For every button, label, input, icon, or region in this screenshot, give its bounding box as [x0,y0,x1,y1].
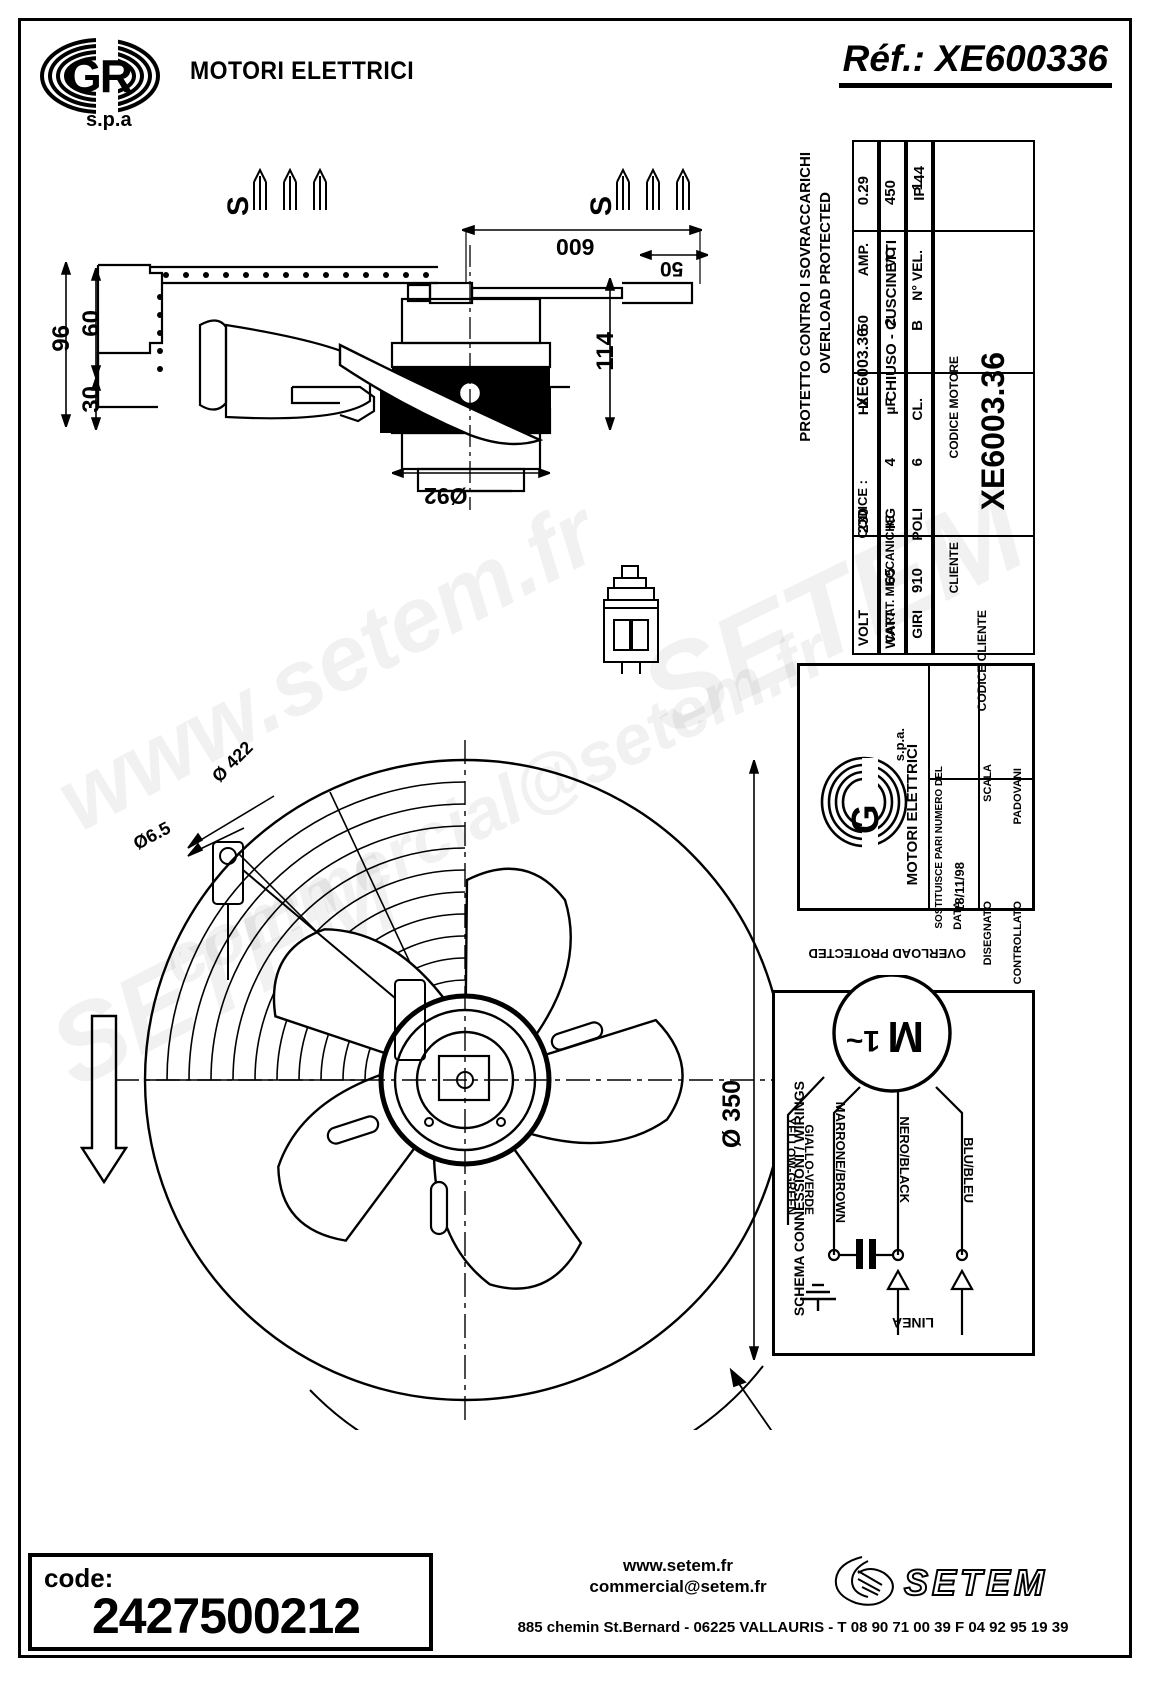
spec-divider-bottom [933,372,1035,374]
kg-value: 4 [882,458,899,467]
watt-value: 65 [882,568,899,585]
dim-114-line [604,278,616,430]
terminal-capacitor-row [827,1239,969,1269]
kg-label: KG [882,508,898,529]
spec-edge-right [933,140,935,655]
motor-circle [832,975,952,1093]
airflow-arrows-right [616,167,690,210]
disegnato-label: DISEGNATO [982,901,994,966]
bolt-circle-leader [187,795,275,849]
overload-line-1: PROTETTO CONTRO I SOVRACCARICHI [797,152,814,442]
cl-value: B [909,320,926,331]
scala-label: SCALA [982,764,994,802]
title-rule-vertical-2 [978,666,980,908]
rotation-direction-arrow [79,1014,129,1185]
motor-symbol-m: M [887,1012,924,1061]
data-value: 18/11/98 [952,862,967,912]
dim-60-line [90,268,102,378]
overload-line-2: OVERLOAD PROTECTED [817,192,834,374]
nvel-label: N° VEL. [909,250,925,301]
specification-table: PROTETTO CONTRO I SOVRACCARICHI OVERLOAD… [797,140,1035,711]
setem-logo: SETEM [818,1551,1078,1613]
title-company-text: MOTORI ELETTRICI [904,744,921,886]
wire-label-blue: BLU/BLEU [961,1137,976,1203]
amp-label: AMP. [855,243,871,277]
supply-arrows [886,1268,974,1335]
sostituisce-label: SOSTITUISCE PARI NUMERO DEL [934,766,945,929]
motor-wires [786,1076,964,1255]
volt-value: 230 [855,508,872,534]
uf-value: 2 [882,318,899,327]
dim-50-line [640,249,708,261]
footer: code: 2427500212 www.setem.fr commercial… [18,1543,1132,1663]
gr-logo: GR s.p.a [38,34,188,134]
dim-600-line [462,224,702,236]
codice-motore-value: XE6003.36 [975,352,1011,511]
drawing-frame [18,18,1132,1658]
hole-leader [187,827,245,857]
title-rule-vertical [928,666,930,908]
airflow-label-left: S [222,196,255,217]
setem-address: 885 chemin St.Bernard - 06225 VALLAURIS … [517,1619,1069,1636]
poli-value: 6 [909,458,926,467]
vc-value: 450 [882,180,899,206]
fan-front-drawing [115,740,775,1430]
nvel-value: 1 [909,182,926,191]
wire-label-brown: MARRONE/BROWN [833,1101,848,1223]
svg-text:GR: GR [66,50,133,102]
setem-website[interactable]: www.setem.fr [623,1556,733,1575]
code-box: code: 2427500212 [28,1553,433,1651]
watt-label: WATT [882,610,898,649]
terminal-box-detail [603,565,659,674]
spec-col-volt [852,140,879,655]
title-gr-logo: G [820,756,908,850]
wiring-diagram-box: LINEA [772,946,1035,1356]
title-block: G s.p.a. MOTORI ELETTRICI SOSTITUISCE PA… [797,663,1035,984]
spec-divider-1 [852,230,1035,232]
poli-label: POLI [909,508,925,541]
controllato-label: CONTROLLATO [1012,901,1024,985]
svg-text:s.p.a: s.p.a [86,109,132,131]
dim-diameter92-label: Ø92 [424,483,468,509]
setem-email[interactable]: commercial@setem.fr [589,1577,767,1597]
wire-label-black: NERO/BLACK [897,1116,912,1203]
fan-diameter-line [748,760,760,1360]
fan-diameter-label: Ø 350 [718,1080,746,1149]
airflow-arrows-left [253,167,327,210]
brand-title: MOTORI ELETTRICI [190,57,415,85]
svg-text:SETEM: SETEM [904,1562,1048,1603]
code-value: 2427500212 [92,1588,361,1644]
vc-label: VC [882,248,898,268]
volt-label: VOLT [855,610,871,647]
airflow-label-right: S [585,196,618,217]
side-view-drawing [96,245,694,510]
code-label: code: [44,1563,114,1593]
hz-label: Hz [855,398,871,416]
codice-value: XE6003.36 [855,328,872,408]
wiring-title: SCHEMA CONNESSIONI / WIRINGS [791,1081,807,1317]
wiring-overload-label: OVERLOAD PROTECTED [808,946,966,961]
spec-col-giri [906,140,933,655]
hz-value: 50 [855,315,872,332]
giri-value: 910 [909,568,926,594]
title-rule-horizontal [928,778,1035,780]
padovani-label: PADOVANI [1012,768,1024,825]
reference-title: Réf.: XE600336 [838,38,1112,88]
uf-label: µF [882,398,898,415]
giri-label: GIRI [909,610,925,639]
codice-motore-label: CODICE MOTORE [947,356,961,459]
dim-30-line [90,378,102,430]
amp-value: 0.29 [855,176,872,206]
dim-96-line [60,262,72,427]
spec-divider-3 [852,535,1035,537]
cliente-label: CLIENTE [947,542,961,594]
cl-label: CL. [909,398,925,421]
motor-symbol-phase: 1~ [845,1024,880,1057]
spec-col-watt [879,140,906,655]
svg-text:G: G [845,804,887,834]
earth-symbol [800,1283,836,1311]
setem-contact: www.setem.fr commercial@setem.fr [468,1555,888,1598]
dim-92-line [392,467,550,479]
